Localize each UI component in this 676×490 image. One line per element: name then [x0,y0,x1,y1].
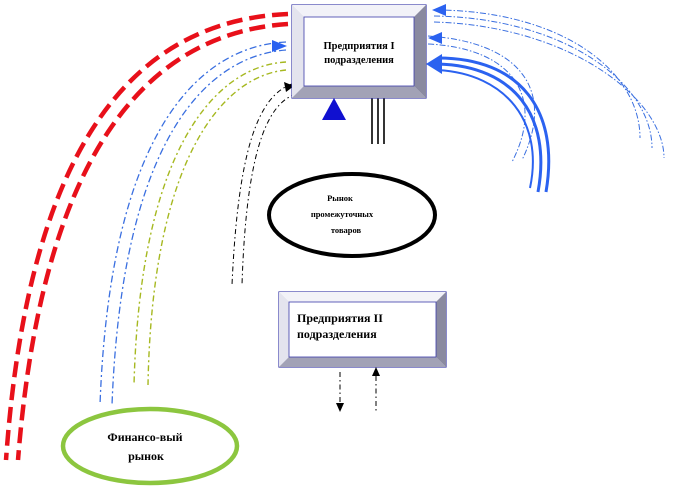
blue-arrowhead-thick-right [426,54,442,74]
black-arrowhead-top [284,82,294,92]
blue-flow-arc-right-thick [437,56,551,193]
enterprise-2-label-line1: Предприятия II [297,311,383,325]
enterprise-1-label-line2: подразделения [324,55,394,66]
up-arrowhead [372,367,380,376]
enterprise-2-label-line2: подразделения [297,327,377,341]
blue-arrowhead-mid-right [428,32,442,44]
blue-arrowhead-top-right [432,4,446,16]
enterprise-2-box: Предприятия II подразделения [278,291,447,368]
red-flow-arc [3,11,289,461]
intermediate-market-ellipse: Рынок промежуточных товаров [267,172,437,258]
blue-flow-arc-left [99,41,287,406]
financial-market-line1: Финансо-вый [107,430,182,444]
black-vertical-lines [371,96,385,144]
intermediate-market-line2: промежуточных [311,209,374,219]
intermediate-market-line1: Рынок [327,193,353,203]
down-arrowhead [336,403,344,412]
enterprise-1-label-line1: Предприятия I [323,41,394,52]
blue-triangle-arrow [322,98,346,120]
financial-market-ellipse: Финансо-вый рынок [60,406,240,486]
olive-flow-arc [133,61,287,386]
intermediate-market-line3: товаров [331,225,362,235]
financial-market-line2: рынок [128,449,164,463]
black-flow-arc [231,83,297,286]
blue-arrowhead-left [272,40,287,52]
enterprise-2-io-arrows [339,372,377,412]
enterprise-1-box: Предприятия I подразделения [291,4,427,99]
